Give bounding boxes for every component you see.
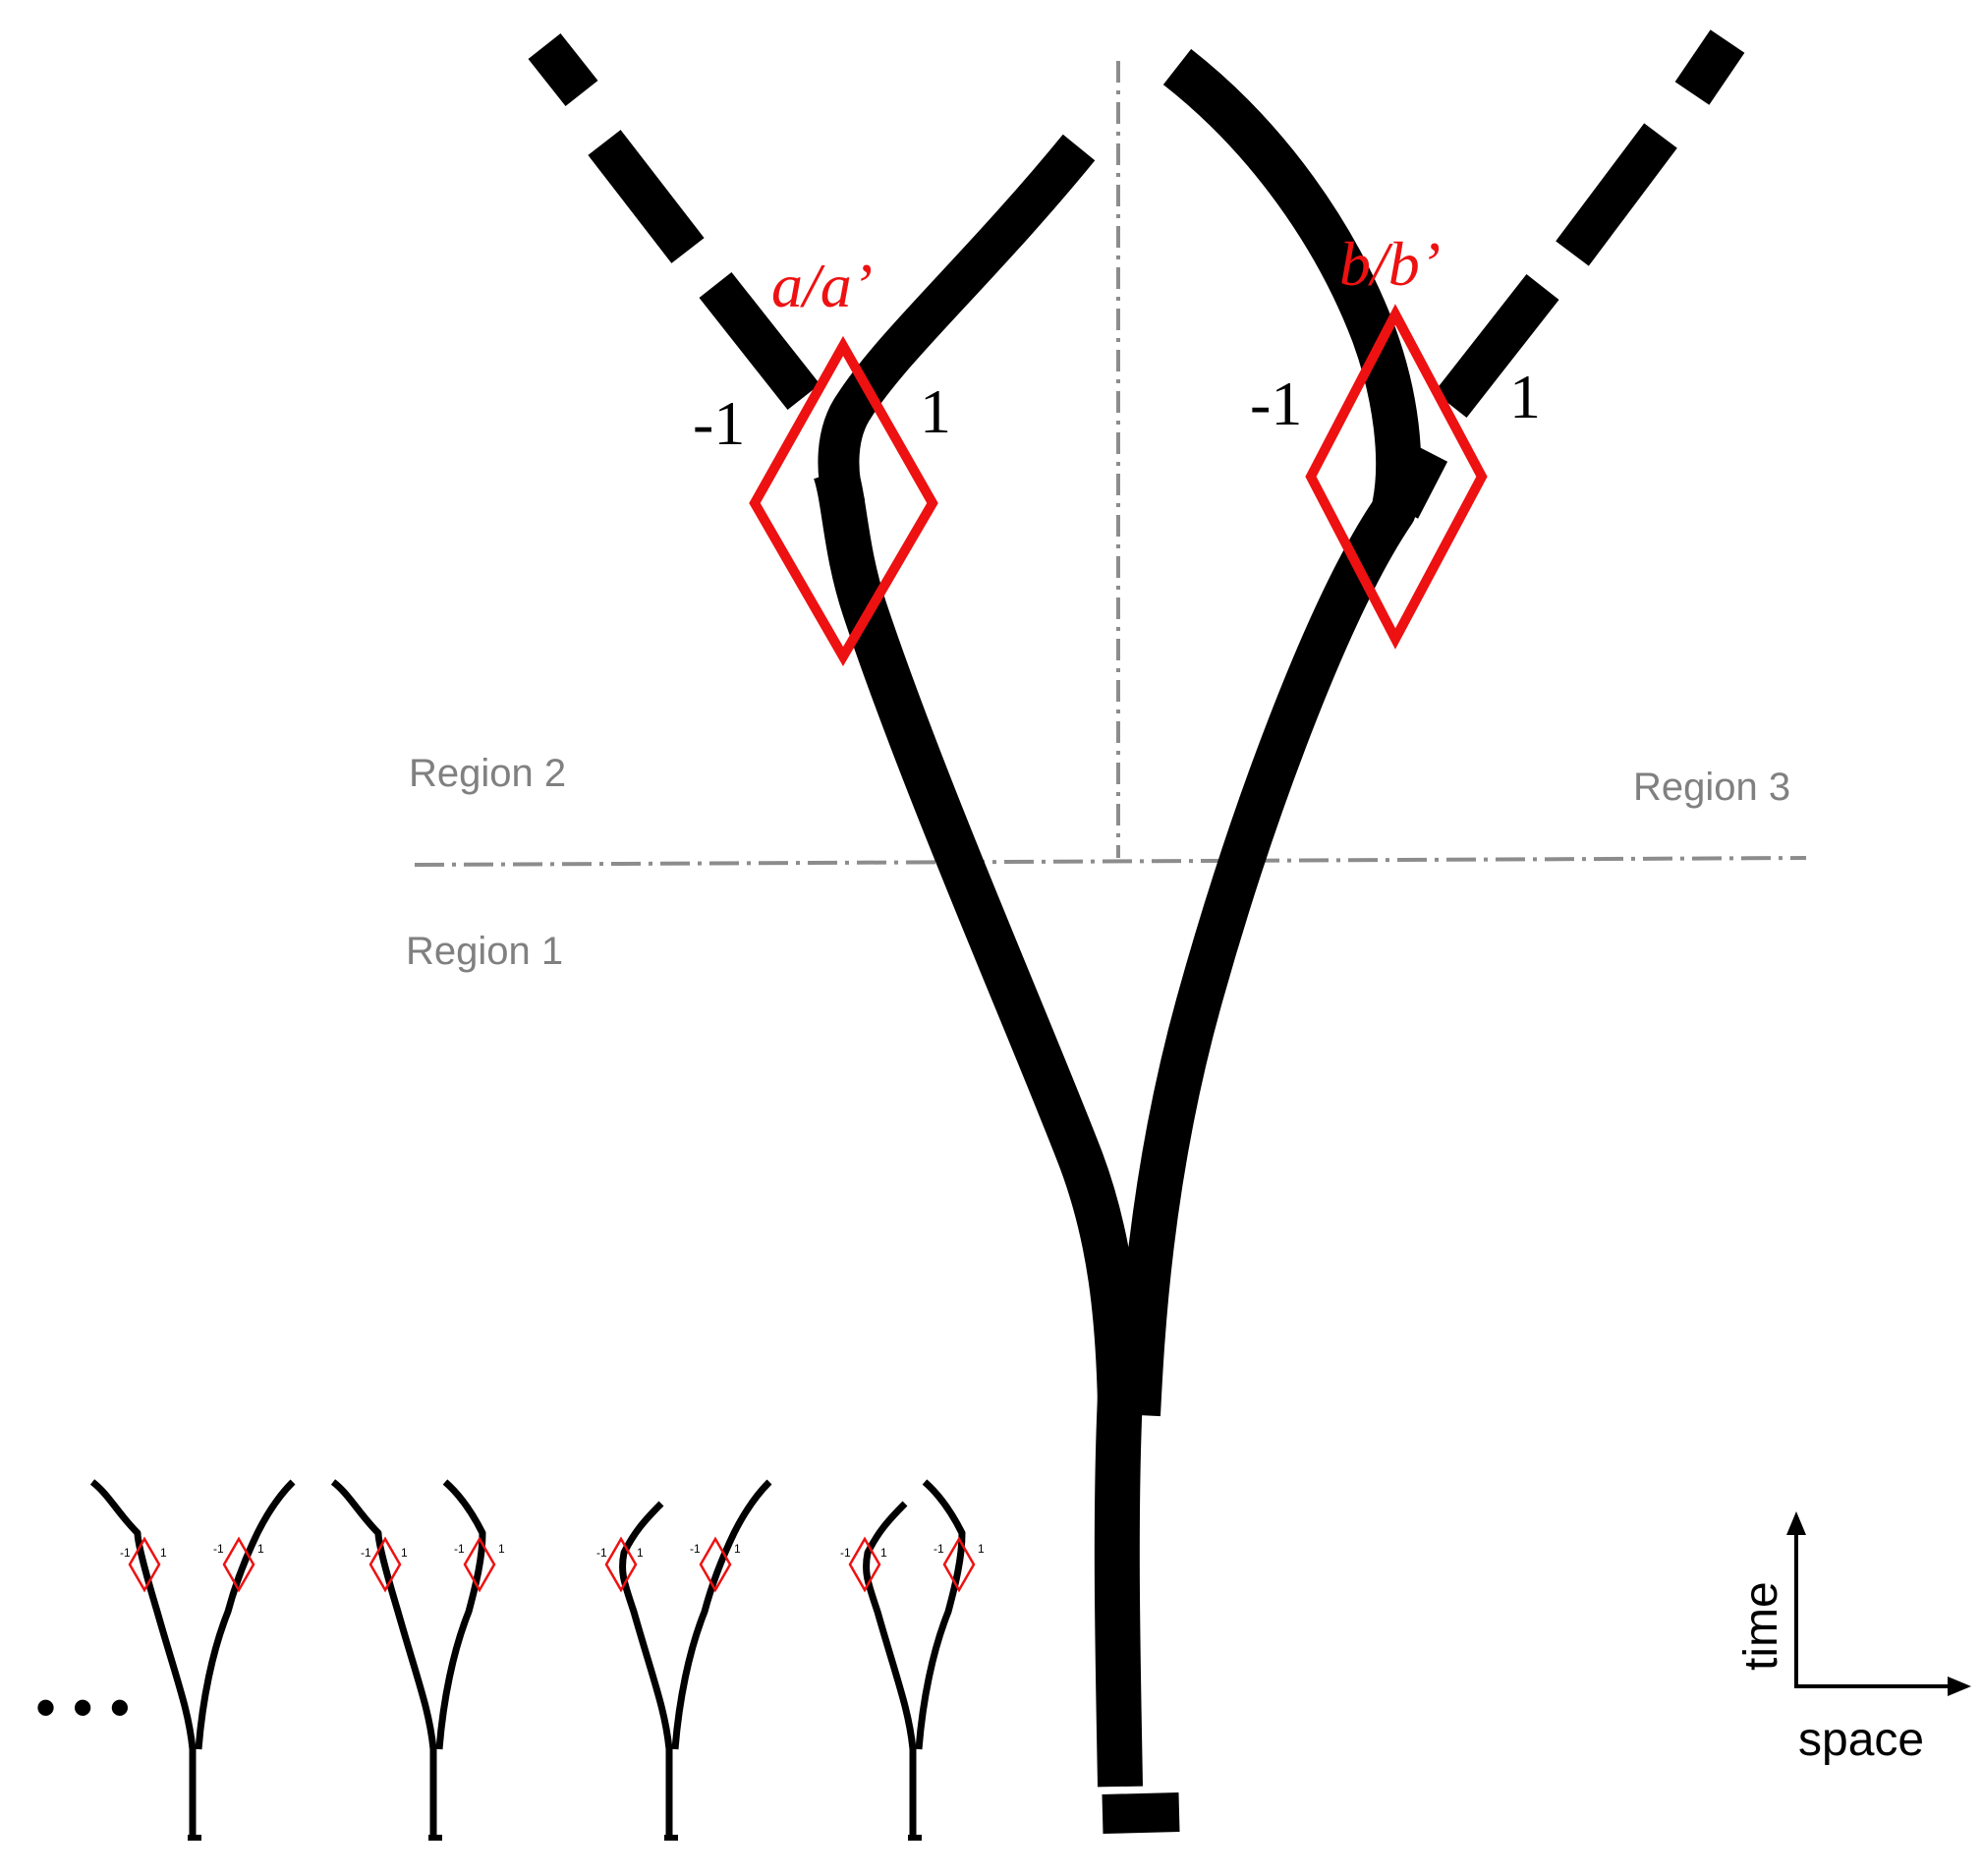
thumb-charge: 1 (257, 1542, 264, 1556)
time-arrow-head (1786, 1511, 1806, 1535)
right-branch-worldline (1115, 48, 1422, 1417)
thumb-charge: -1 (361, 1546, 371, 1560)
thumb-right-diamond (222, 1536, 255, 1593)
left-plus-charge: 1 (920, 376, 951, 446)
ellipsis-text: • • • (35, 1675, 130, 1740)
left-outer-arm-segment-1 (699, 271, 821, 411)
thumb-charge: 1 (498, 1542, 505, 1556)
thumb-charge: 1 (978, 1542, 985, 1556)
thumbnail-4: -1 1 -1 1 (840, 1479, 985, 1841)
defect-a-diamond (749, 335, 938, 666)
thumb-right-branch (435, 1479, 486, 1750)
thumbnail-3: -1 1 -1 1 (596, 1479, 772, 1841)
thumb-left-diamond (604, 1536, 638, 1593)
thumb-charge: -1 (840, 1546, 851, 1560)
thumb-right-branch (195, 1479, 296, 1750)
right-outer-arm-segment-3 (1674, 29, 1745, 105)
thumb-charge: -1 (213, 1542, 224, 1556)
thumb-charge: -1 (120, 1546, 131, 1560)
thumb-right-diamond (942, 1536, 976, 1593)
thumb-charge: 1 (734, 1542, 741, 1556)
thumb-left-branch (862, 1501, 917, 1836)
thumb-charge: 1 (401, 1546, 408, 1560)
left-branch-worldline (813, 464, 1143, 1406)
space-arrow-head (1948, 1677, 1971, 1696)
thumb-right-diamond (699, 1536, 732, 1593)
axes-indicator: time space (1735, 1511, 1971, 1766)
thumb-right-diamond (463, 1536, 496, 1593)
thumb-charge: 1 (880, 1546, 887, 1560)
thumb-left-diamond (848, 1536, 881, 1593)
thumb-right-branch (915, 1479, 966, 1750)
left-outer-arm-segment-3 (528, 32, 598, 107)
thumb-charge: -1 (934, 1542, 944, 1556)
trunk-bottom-segment (1102, 1792, 1180, 1834)
region-1-label: Region 1 (406, 930, 563, 973)
main-worldlines (528, 29, 1745, 1834)
thumb-charge: 1 (637, 1546, 644, 1560)
defect-a-label: a/a’ (771, 251, 873, 320)
region-2-label: Region 2 (409, 752, 566, 795)
defect-markers (749, 304, 1488, 666)
thumb-left-diamond (128, 1536, 161, 1593)
thumb-right-branch (671, 1479, 772, 1750)
region-3-label: Region 3 (1633, 766, 1790, 809)
thumb-left-branch (89, 1479, 197, 1836)
right-outer-arm-segment-1 (1434, 274, 1559, 418)
thumb-charge: -1 (596, 1546, 607, 1560)
thumb-left-diamond (368, 1536, 402, 1593)
horizontal-divider (414, 856, 1807, 867)
region-dividers (414, 61, 1807, 867)
left-outer-arm-segment-2 (588, 130, 705, 263)
right-inner-stub (1387, 446, 1448, 519)
defect-b-diamond (1305, 304, 1488, 650)
thumb-left-branch (330, 1479, 437, 1836)
thumbnail-2: -1 1 -1 1 (330, 1479, 505, 1841)
time-axis-label: time (1735, 1581, 1787, 1671)
right-plus-charge: 1 (1509, 362, 1541, 431)
left-minus-charge: -1 (693, 388, 745, 458)
defect-b-label: b/b’ (1339, 229, 1441, 299)
space-axis-label: space (1798, 1714, 1924, 1766)
thumb-charge: -1 (690, 1542, 701, 1556)
right-outer-arm-segment-2 (1556, 123, 1677, 266)
thumb-charge: 1 (160, 1546, 167, 1560)
thumb-charge: -1 (454, 1542, 465, 1556)
thumb-left-branch (618, 1501, 673, 1836)
left-inner-upper-worldline (818, 134, 1096, 512)
thumbnail-1: -1 1 -1 1 (89, 1479, 296, 1841)
right-minus-charge: -1 (1250, 369, 1302, 438)
